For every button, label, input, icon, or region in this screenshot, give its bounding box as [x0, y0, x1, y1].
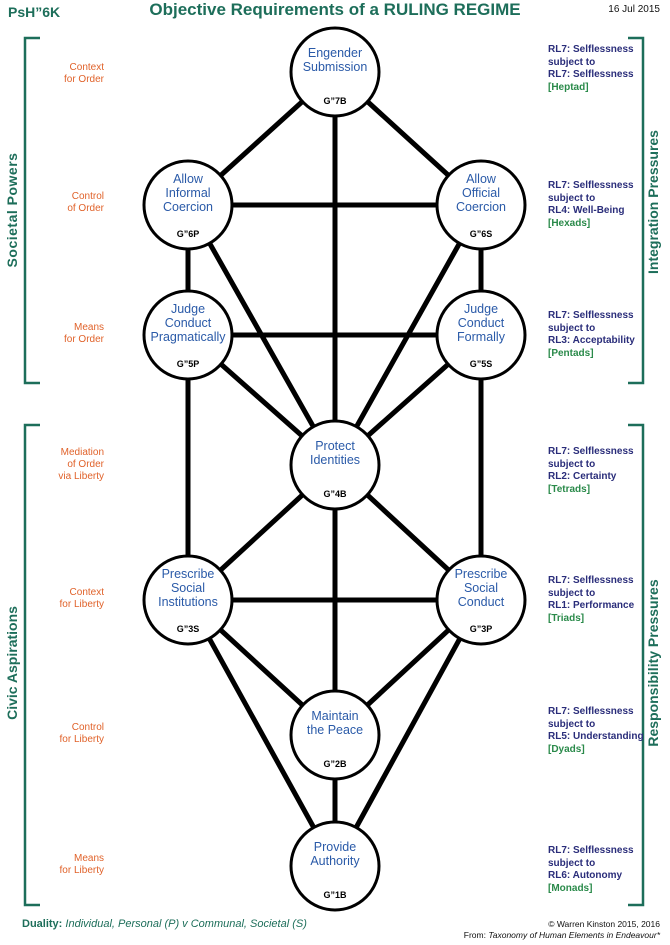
node-label-line: Engender [308, 46, 362, 60]
bracket-civic-aspirations [23, 423, 40, 907]
bracket-societal-powers [23, 36, 40, 385]
node-circle [435, 554, 527, 646]
node-label-line: Coercion [456, 200, 506, 214]
node-label-line: Judge [171, 302, 205, 316]
node-label-line: Formally [457, 330, 506, 344]
node-circle [435, 159, 527, 251]
source-title: Taxonomy of Human Elements in Endeavour* [488, 930, 660, 940]
duality-footer: Duality: Individual, Personal (P) v Comm… [22, 918, 307, 930]
node-code: G”5S [470, 359, 493, 369]
bracket-responsibility-pressures [628, 423, 645, 907]
node-code: G”6S [470, 229, 493, 239]
node-label-line: Conduct [165, 316, 212, 330]
edge-g3p-g1b [332, 597, 484, 869]
node-label-line: the Peace [307, 723, 363, 737]
node-label-line: Authority [310, 854, 360, 868]
node-circle [142, 289, 234, 381]
node-label-line: Informal [165, 186, 210, 200]
side-title-left-top: Societal Powers [4, 153, 20, 268]
node-code: G”3S [177, 624, 200, 634]
edge-g6p-g4b [185, 202, 338, 468]
node-label-line: Identities [310, 453, 360, 467]
node-code: G”4B [323, 489, 347, 499]
node-code: G”5P [177, 359, 200, 369]
node-label-line: Official [462, 186, 500, 200]
node-label-line: Institutions [158, 595, 218, 609]
node-code: G”3P [470, 624, 493, 634]
node-label-line: Protect [315, 439, 355, 453]
node-label-line: Conduct [458, 316, 505, 330]
node-circle [289, 26, 381, 118]
node-code: G”7B [323, 96, 347, 106]
copyright: © Warren Kinston 2015, 2016 [548, 919, 660, 929]
diagram-date: 16 Jul 2015 [608, 4, 660, 15]
node-label-line: Submission [303, 60, 368, 74]
edge-g6s-g4b [332, 202, 484, 468]
node-circle [289, 419, 381, 511]
node-code: G”2B [323, 759, 347, 769]
source-footer: © Warren Kinston 2015, 2016 From: Taxono… [464, 919, 660, 941]
nodes-layer: EngenderSubmissionG”7BAllowInformalCoerc… [142, 26, 527, 912]
node-label-line: Allow [173, 172, 204, 186]
side-title-right-top: Integration Pressures [645, 130, 661, 274]
node-label-line: Conduct [458, 595, 505, 609]
bracket-integration-pressures [628, 36, 645, 385]
node-label-line: Prescribe [455, 567, 508, 581]
node-circle [142, 554, 234, 646]
node-label-line: Coercion [163, 200, 213, 214]
node-code: G”1B [323, 890, 347, 900]
duality-text: Individual, Personal (P) v Communal, Soc… [65, 918, 307, 930]
node-label-line: Prescribe [162, 567, 215, 581]
duality-label: Duality: [22, 918, 63, 930]
node-circle [289, 689, 381, 781]
source-prefix: From: [463, 930, 486, 940]
node-circle [435, 289, 527, 381]
node-label-line: Provide [314, 840, 356, 854]
node-label-line: Social [171, 581, 205, 595]
side-title-right-bottom: Responsibility Pressures [645, 579, 661, 747]
edge-g3s-g1b [185, 597, 338, 869]
diagram-code: PsH”6K [8, 4, 61, 20]
node-circle [289, 820, 381, 912]
side-title-left-bottom: Civic Aspirations [4, 606, 20, 720]
page-title: Objective Requirements of a RULING REGIM… [149, 0, 521, 19]
node-label-line: Maintain [311, 709, 358, 723]
node-label-line: Pragmatically [150, 330, 226, 344]
node-label-line: Judge [464, 302, 498, 316]
node-circle [142, 159, 234, 251]
node-code: G”6P [177, 229, 200, 239]
node-label-line: Social [464, 581, 498, 595]
node-label-line: Allow [466, 172, 497, 186]
